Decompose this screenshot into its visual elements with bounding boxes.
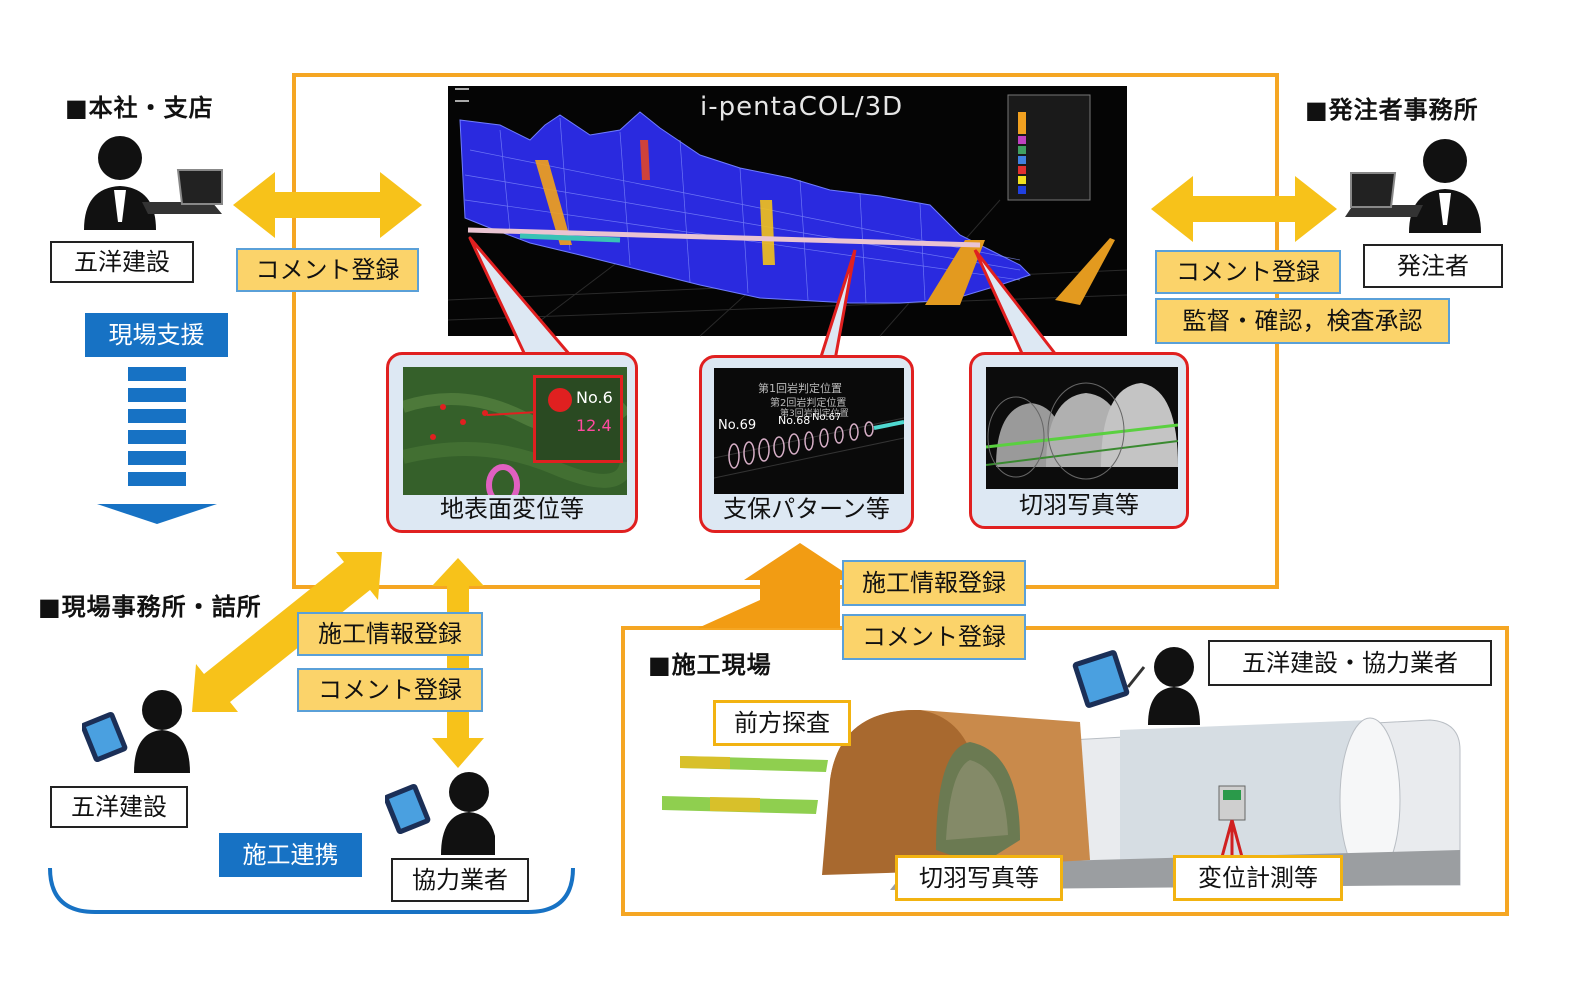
displacement-label: 変位計測等 [1173,855,1343,901]
double-arrow-left [233,172,422,238]
comment-label-center: コメント登録 [842,614,1026,660]
heading-site-office: ■現場事務所・詰所 [38,593,262,621]
client-laptop-icon [1345,133,1495,233]
thumb-text-first: 第1回岩判定位置 [758,382,842,395]
support-down-arrow [97,367,217,524]
thumb-text-no68: No.68 [778,414,811,427]
heading-head-office: ■本社・支店 [65,94,214,122]
thumb-text-no69: No.69 [718,418,757,433]
person-laptop-icon [82,130,232,230]
zoom-inset: No.6 12.4 [533,375,623,463]
callout-face-caption: 切羽写真等 [1019,491,1139,519]
callout-face-photo: 切羽写真等 [969,352,1189,529]
double-arrow-right [1151,176,1337,242]
construction-info-label-center: 施工情報登録 [842,560,1026,606]
double-arrow-vertical [432,558,484,768]
thumb-text-second: 第2回岩判定位置 [770,398,847,409]
callout-surface-caption: 地表面変位等 [440,495,584,523]
menu-icon[interactable] [455,88,469,102]
comment-label-site-left: コメント登録 [297,668,483,712]
face-photo-site-label: 切羽写真等 [895,855,1063,901]
thumb-text-third: 第3回岩判定位置 [780,409,849,419]
support-pattern-image: 第1回岩判定位置 第2回岩判定位置 第3回岩判定位置 No.69 No.68 N… [714,368,904,494]
inset-label: No.6 [576,388,613,407]
viewer-title: i-pentaCOL/3D [700,92,904,122]
collaboration-bracket [48,867,575,914]
heading-construction-site: ■施工現場 [648,651,772,679]
goyo-box-bottom: 五洋建設 [50,786,188,828]
partner-box: 協力業者 [391,858,529,902]
callout-surface-displacement: No.6 12.4 地表面変位等 [386,352,638,533]
thumb-text-no67: No.67 [812,412,842,423]
surface-map-image: No.6 12.4 [403,367,627,495]
client-box: 発注者 [1363,244,1503,288]
goyo-partner-box: 五洋建設・協力業者 [1208,640,1492,686]
supervise-label: 監督・確認，検査承認 [1155,298,1450,344]
partner-tablet-icon [385,770,495,855]
tablet-worker-icon [82,688,192,773]
site-tablet-icon [1072,645,1202,725]
site-frame [621,626,1509,916]
callout-support-caption: 支保パターン等 [723,495,890,523]
callout-support-pattern: 第1回岩判定位置 第2回岩判定位置 第3回岩判定位置 No.69 No.68 N… [699,355,914,533]
construction-info-label-left: 施工情報登録 [297,612,483,656]
heading-client-office: ■発注者事務所 [1305,96,1479,124]
viewer-3d [447,86,1128,337]
comment-label-right: コメント登録 [1155,250,1341,294]
marker-icon [548,388,572,412]
face-photo-image [986,367,1178,489]
upload-arrow [698,543,856,628]
collaboration-label: 施工連携 [219,833,362,877]
forward-survey-label: 前方探査 [713,700,851,746]
goyo-box-top: 五洋建設 [50,241,194,283]
inset-value: 12.4 [576,416,612,435]
double-arrow-diagonal [192,552,382,712]
comment-label-left: コメント登録 [236,248,419,292]
site-support-label: 現場支援 [85,313,228,357]
